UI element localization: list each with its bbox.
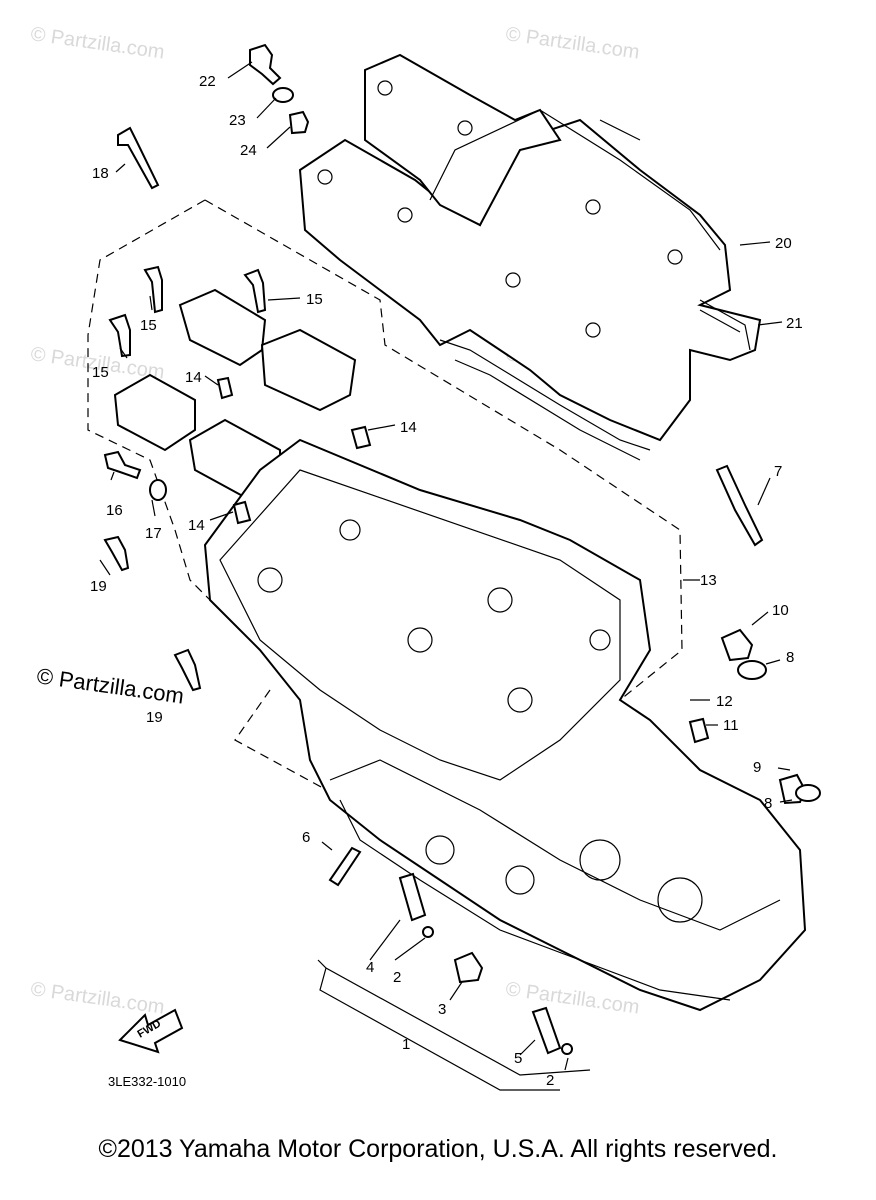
leader-lines: [99, 61, 793, 1091]
part-label: 15: [92, 364, 109, 381]
guide-4: [398, 872, 427, 922]
part-label: 2: [546, 1072, 554, 1089]
bolt-19a: [103, 535, 130, 572]
watermark: © Partzilla.com: [504, 23, 641, 64]
bolt-15c: [108, 313, 131, 358]
spark-plug-7: [715, 464, 764, 547]
watermark: © Partzilla.com: [29, 23, 166, 64]
part-label: 6: [302, 829, 310, 846]
part-label: 15: [140, 317, 157, 334]
copyright-notice: ©2013 Yamaha Motor Corporation, U.S.A. A…: [98, 1135, 778, 1163]
clip-2b: [561, 1043, 573, 1055]
clip-2a: [422, 926, 434, 938]
part-label: 15: [306, 291, 323, 308]
part-label: 11: [723, 717, 739, 734]
part-label: 3: [438, 1001, 446, 1018]
part-label: 16: [106, 502, 123, 519]
part-label: 24: [240, 142, 257, 159]
gasket-8a: [737, 660, 767, 680]
part-label: 1: [402, 1036, 410, 1053]
part-label: 14: [188, 517, 205, 534]
part-label: 13: [700, 572, 717, 589]
part-label: 23: [229, 112, 246, 129]
part-label: 22: [199, 73, 216, 90]
diagram-code: 3LE332-1010: [108, 1074, 186, 1089]
part-label: 8: [786, 649, 794, 666]
part-label: 5: [514, 1050, 522, 1067]
cam-cap-group-outline: [87, 199, 683, 701]
bolt-15b: [243, 268, 267, 314]
watermark: © Partzilla.com: [29, 978, 166, 1019]
washer-17: [149, 479, 167, 501]
guide-5: [531, 1006, 562, 1055]
gasket-8b: [795, 784, 821, 802]
plug-3: [453, 951, 484, 984]
cylinder-head-cover: [298, 53, 762, 461]
watermark: © Partzilla.com: [504, 978, 641, 1019]
small-parts: [103, 43, 821, 1055]
part-label: 14: [185, 369, 202, 386]
camshaft-caps: [113, 288, 357, 502]
part-label: 4: [366, 959, 374, 976]
watermark-prominent: © Partzilla.com: [35, 663, 185, 708]
part-label: 2: [393, 969, 401, 986]
part-label: 7: [774, 463, 782, 480]
washer-23: [272, 87, 294, 103]
dowel-14a: [216, 376, 234, 400]
part-label: 9: [753, 759, 761, 776]
bolt-19b: [173, 648, 202, 692]
part-label: 21: [786, 315, 803, 332]
bolt-16: [103, 450, 142, 480]
part-label: 19: [90, 578, 107, 595]
part-label: 20: [775, 235, 792, 252]
dowel-14c: [232, 500, 252, 525]
part-label: 19: [146, 709, 163, 726]
part-number-labels: 22 23 24 18 20 21 15 15 15 14 14 14 16 1…: [90, 73, 803, 1089]
bolt-22: [249, 43, 282, 86]
bolt-15a: [143, 265, 163, 314]
bolt-18: [117, 126, 160, 190]
part-label: 8: [764, 795, 772, 812]
stud-6: [328, 846, 362, 887]
dowel-11: [688, 717, 710, 744]
part-label: 10: [772, 602, 789, 619]
plug-10: [720, 628, 754, 662]
part-label: 12: [716, 693, 733, 710]
cylinder-head: [203, 438, 807, 1012]
part-label: 14: [400, 419, 417, 436]
cap-24: [288, 110, 310, 135]
part-label: 17: [145, 525, 162, 542]
dowel-14b: [350, 425, 372, 450]
fwd-arrow: FWD: [118, 1008, 184, 1054]
part-label: 18: [92, 165, 109, 182]
